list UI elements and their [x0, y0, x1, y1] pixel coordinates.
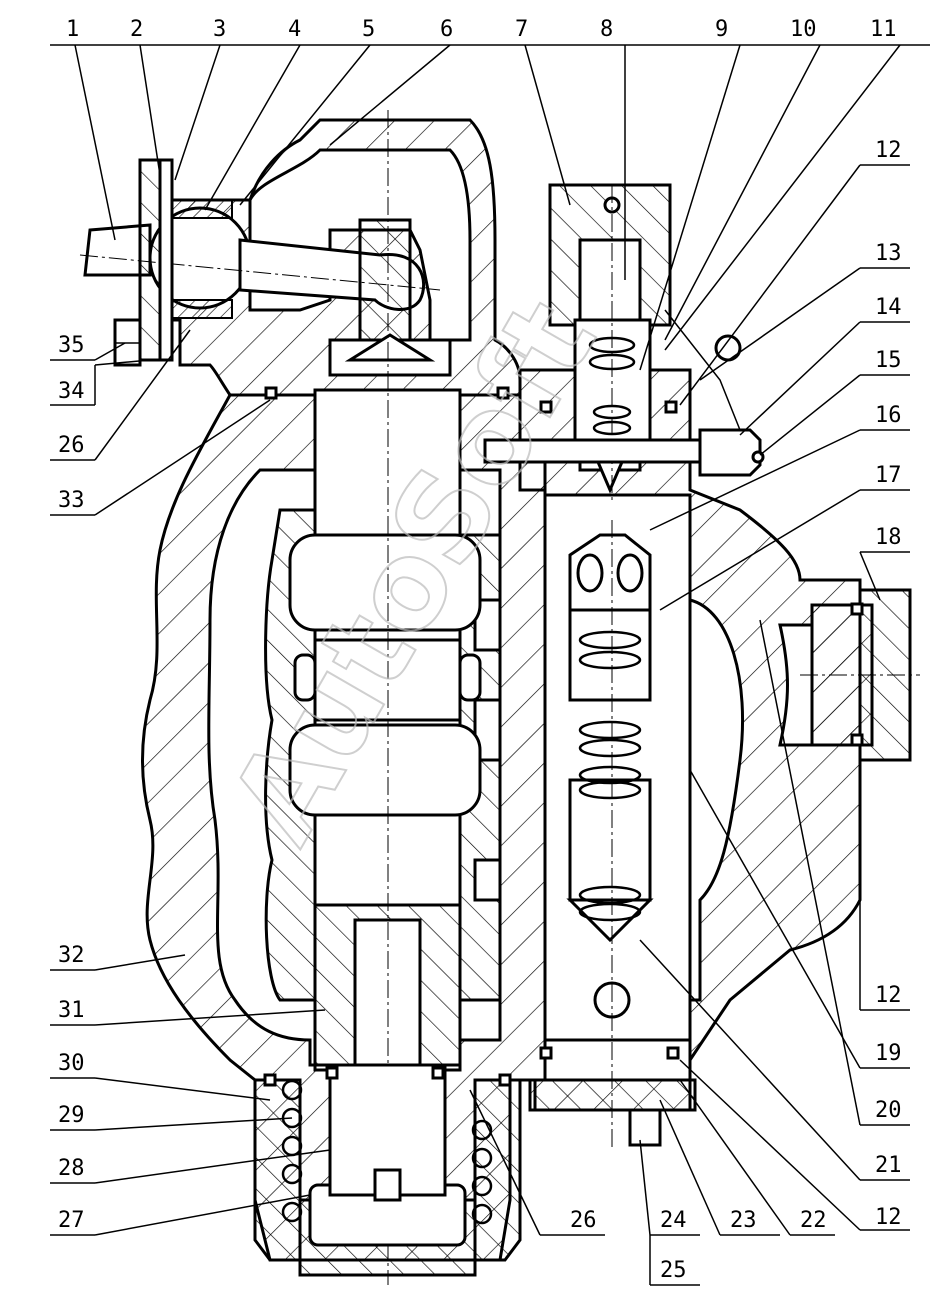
callout-12a: 12	[875, 138, 902, 163]
callout-numbers: 1 2 3 4 5 6 7 8 9 10 11 12 13 14 15 16 1…	[58, 17, 902, 1283]
stem-seat	[328, 218, 452, 377]
callout-9: 9	[715, 17, 728, 42]
cross-bar	[483, 309, 765, 477]
callout-17: 17	[875, 463, 902, 488]
callout-12c: 12	[875, 1205, 902, 1230]
callout-3: 3	[213, 17, 226, 42]
leader-lines	[50, 44, 930, 1286]
callout-6: 6	[440, 17, 453, 42]
callout-19: 19	[875, 1041, 902, 1066]
callout-31: 31	[58, 998, 85, 1023]
callout-34: 34	[58, 379, 85, 404]
callout-24: 24	[660, 1208, 687, 1233]
callout-15: 15	[875, 348, 902, 373]
callout-4: 4	[288, 17, 301, 42]
callout-25: 25	[660, 1258, 687, 1283]
callout-26a: 26	[58, 433, 85, 458]
plug	[800, 588, 920, 762]
callout-7: 7	[515, 17, 528, 42]
callout-18: 18	[875, 525, 902, 550]
callout-28: 28	[58, 1156, 85, 1181]
callout-32: 32	[58, 943, 85, 968]
inner-valve-parts	[533, 520, 697, 1150]
callout-8: 8	[600, 17, 613, 42]
callout-10: 10	[790, 17, 817, 42]
spool	[288, 110, 482, 1285]
callout-20: 20	[875, 1098, 902, 1123]
callout-30: 30	[58, 1051, 85, 1076]
callout-23: 23	[730, 1208, 757, 1233]
callout-29: 29	[58, 1103, 85, 1128]
bottom-springs	[281, 1079, 493, 1225]
callout-27: 27	[58, 1208, 85, 1233]
callout-5: 5	[362, 17, 375, 42]
callout-26b: 26	[570, 1208, 597, 1233]
callout-13: 13	[875, 241, 902, 266]
callout-1: 1	[66, 17, 79, 42]
callout-16: 16	[875, 403, 902, 428]
bottom-spring-housing	[253, 1063, 522, 1277]
right-valve-body	[518, 368, 862, 1112]
callout-11: 11	[870, 17, 897, 42]
callout-35: 35	[58, 333, 85, 358]
valve-cap	[548, 183, 672, 500]
callout-33: 33	[58, 488, 85, 513]
seals	[263, 386, 864, 1087]
callout-14: 14	[875, 295, 902, 320]
callout-21: 21	[875, 1153, 902, 1178]
callout-2: 2	[130, 17, 143, 42]
callout-12b: 12	[875, 983, 902, 1008]
callout-22: 22	[800, 1208, 827, 1233]
